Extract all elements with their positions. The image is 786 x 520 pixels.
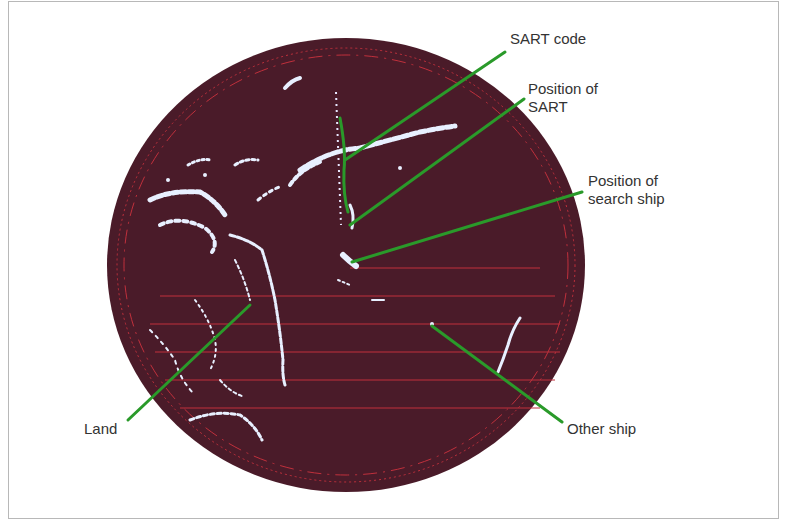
- leader-lines: [128, 52, 582, 422]
- callout-label: SART code: [510, 30, 620, 48]
- land-echoes: [150, 78, 520, 440]
- callout-label: Land: [84, 420, 144, 438]
- callout-label: Other ship: [567, 420, 667, 438]
- frame: [9, 2, 779, 519]
- callout-label: Position of search ship: [588, 172, 688, 208]
- callout-label: Position of SART: [528, 80, 628, 116]
- sart-code-dots: [336, 92, 341, 225]
- parallel-index-lines: [150, 268, 560, 408]
- radar-screen: [107, 38, 585, 492]
- range-rings: [117, 48, 575, 482]
